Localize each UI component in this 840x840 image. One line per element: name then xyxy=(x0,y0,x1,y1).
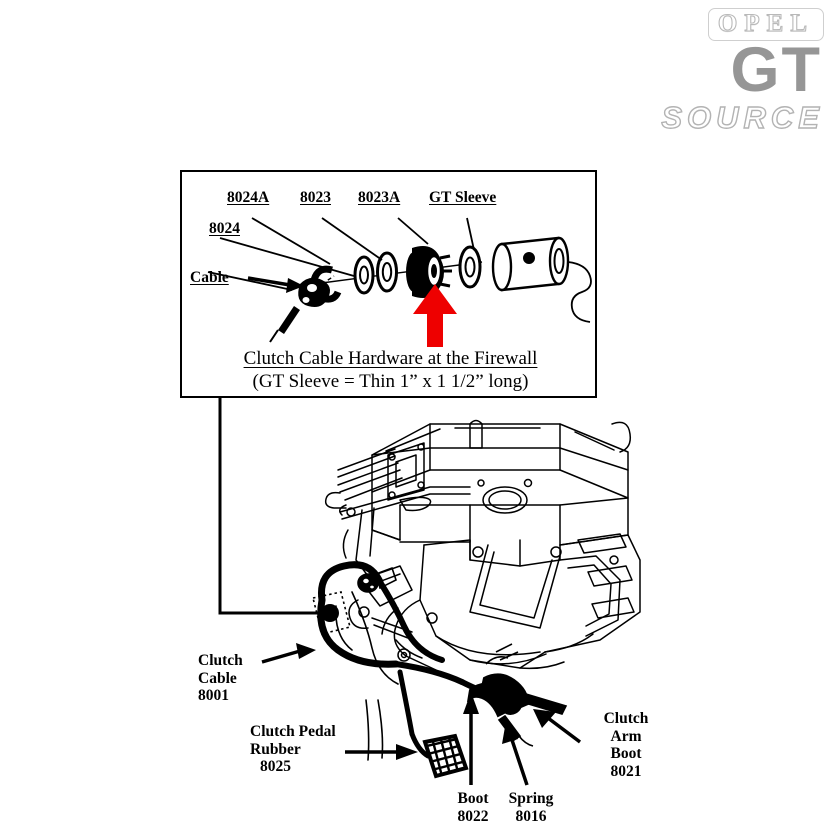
firewall-grommet-outline xyxy=(312,591,351,635)
clutch-arm-boot-arrow-icon xyxy=(533,709,582,744)
callout-clutch-arm-boot-line1: Clutch xyxy=(603,710,649,727)
callout-clutch-cable-line1: Clutch xyxy=(198,652,243,669)
clutch-pedal-rubber-pad xyxy=(422,733,469,779)
boot-arrow-icon xyxy=(463,692,479,785)
callout-boot: Boot 8022 xyxy=(450,790,496,825)
callout-clutch-pedal-rubber: Clutch Pedal Rubber 8025 xyxy=(250,723,336,776)
inset-label-cable: Cable xyxy=(190,269,229,286)
firewall-hardware-inset-box: 8024A 8023 8023A GT Sleeve 8024 Cable Cl… xyxy=(180,170,597,398)
callout-clutch-arm-boot-number: 8021 xyxy=(610,762,642,780)
callout-clutch-pedal-rubber-number: 8025 xyxy=(260,758,291,775)
callout-boot-number: 8022 xyxy=(457,807,489,825)
callout-spring-line1: Spring xyxy=(508,790,554,807)
inset-label-8023: 8023 xyxy=(300,189,331,206)
inset-caption-line-2: (GT Sleeve = Thin 1” x 1 1/2” long) xyxy=(252,371,529,392)
source-wordmark: SOURCE xyxy=(661,100,824,136)
callout-boot-line1: Boot xyxy=(457,790,489,807)
gt-source-logo: OPEL GT SOURCE xyxy=(616,8,826,158)
inset-label-gt-sleeve: GT Sleeve xyxy=(429,189,497,206)
clutch-pedal-rubber-arrow-icon xyxy=(345,744,418,760)
callout-spring: Spring 8016 xyxy=(503,790,559,825)
red-up-arrow-icon xyxy=(413,284,457,347)
callout-clutch-arm-boot-line2: Arm xyxy=(610,727,642,745)
inset-label-8024a: 8024A xyxy=(227,189,270,206)
part-8023a-washer xyxy=(458,245,482,289)
cable-end-fitting xyxy=(269,277,330,343)
part-8024-washer xyxy=(353,255,375,295)
callout-clutch-pedal-rubber-line1: Clutch Pedal xyxy=(250,723,336,740)
part-gt-sleeve xyxy=(491,236,570,292)
cable-leader-arrow-icon xyxy=(247,276,304,293)
part-8024-washer-2 xyxy=(376,251,398,293)
callout-clutch-cable-line2: Cable xyxy=(198,669,237,687)
spring-arrow-icon xyxy=(502,721,529,786)
opel-wordmark: OPEL xyxy=(717,10,814,38)
callout-spring-number: 8016 xyxy=(515,807,547,825)
callout-clutch-cable: Clutch Cable 8001 xyxy=(198,652,243,705)
gt-wordmark: GT xyxy=(730,35,822,106)
inset-caption-line-1: Clutch Cable Hardware at the Firewall xyxy=(243,348,538,369)
opel-logo-frame: OPEL xyxy=(707,8,824,42)
part-8023-grommet xyxy=(406,246,452,298)
inset-label-8023a: 8023A xyxy=(358,189,401,206)
callout-clutch-pedal-rubber-line2: Rubber xyxy=(250,740,301,758)
inset-label-8024: 8024 xyxy=(209,220,240,237)
clutch-cable-arrow-icon xyxy=(261,643,316,664)
callout-clutch-arm-boot: Clutch Arm Boot 8021 xyxy=(586,710,666,780)
exploded-hardware-illustration xyxy=(207,217,592,347)
callout-clutch-cable-number: 8001 xyxy=(198,687,229,704)
callout-clutch-arm-boot-line3: Boot xyxy=(610,745,642,762)
